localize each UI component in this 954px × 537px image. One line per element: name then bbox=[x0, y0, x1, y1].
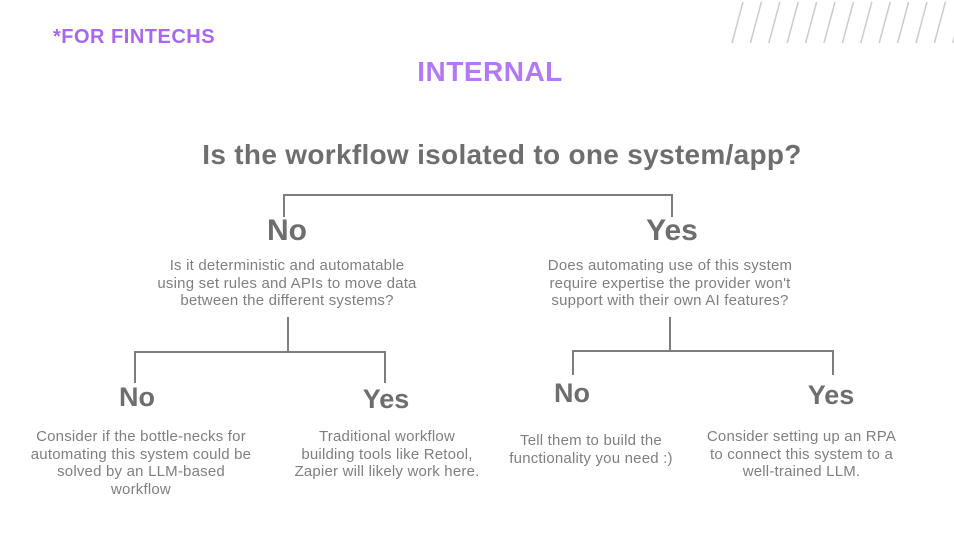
connector-right-yes-drop bbox=[832, 350, 834, 375]
right-branch-question: Does automating use of this system requi… bbox=[495, 257, 845, 310]
answer-line: well-trained LLM. bbox=[742, 463, 861, 480]
question-line: support with their own AI features? bbox=[551, 292, 789, 309]
branch-no-label: No bbox=[267, 214, 307, 247]
answer-line: workflow bbox=[111, 480, 171, 498]
answer-line: Consider if the bottle-necks for bbox=[36, 428, 246, 445]
connector-left-no-drop bbox=[134, 351, 136, 383]
right-no-answer: Tell them to build the functionality you… bbox=[486, 432, 696, 467]
left-yes-label: Yes bbox=[362, 384, 410, 414]
connector-level1-right-drop bbox=[671, 194, 673, 217]
question-line: require expertise the provider won't bbox=[549, 274, 791, 292]
left-no-answer: Consider if the bottle-necks for automat… bbox=[10, 428, 272, 498]
question-line: between the different systems? bbox=[180, 292, 394, 309]
connector-right-no-drop bbox=[572, 350, 574, 375]
answer-line: Tell them to build the bbox=[520, 432, 662, 449]
connector-level1-left-drop bbox=[283, 194, 285, 217]
answer-line: to connect this system to a bbox=[710, 445, 893, 463]
answer-line: solved by an LLM-based bbox=[57, 463, 225, 480]
left-branch-question: Is it deterministic and automatable usin… bbox=[112, 257, 462, 310]
answer-line: building tools like Retool, bbox=[301, 445, 473, 463]
connector-left-stem bbox=[287, 317, 289, 353]
right-yes-answer: Consider setting up an RPA to connect th… bbox=[694, 428, 909, 481]
question-line: using set rules and APIs to move data bbox=[157, 274, 417, 292]
diagonal-stripes-icon bbox=[731, 1, 954, 44]
branch-yes-label: Yes bbox=[646, 214, 698, 247]
connector-right-horizontal bbox=[572, 350, 834, 352]
connector-level1-horizontal bbox=[283, 194, 673, 196]
connector-left-yes-drop bbox=[384, 351, 386, 383]
fintechs-badge: *FOR FINTECHS bbox=[53, 26, 216, 48]
left-no-label: No bbox=[119, 382, 155, 412]
left-yes-answer: Traditional workflow building tools like… bbox=[272, 428, 502, 481]
answer-line: Traditional workflow bbox=[319, 428, 455, 445]
right-no-label: No bbox=[554, 378, 590, 408]
answer-line: functionality you need :) bbox=[509, 449, 673, 467]
root-question: Is the workflow isolated to one system/a… bbox=[202, 139, 802, 170]
connector-right-stem bbox=[669, 317, 671, 352]
question-line: Does automating use of this system bbox=[547, 257, 793, 274]
right-yes-label: Yes bbox=[807, 380, 855, 410]
connector-left-horizontal bbox=[134, 351, 386, 353]
answer-line: automating this system could be bbox=[30, 445, 252, 463]
answer-line: Zapier will likely work here. bbox=[294, 463, 480, 480]
question-line: Is it deterministic and automatable bbox=[169, 257, 405, 274]
slide-title: INTERNAL bbox=[417, 56, 563, 87]
answer-line: Consider setting up an RPA bbox=[706, 428, 897, 445]
